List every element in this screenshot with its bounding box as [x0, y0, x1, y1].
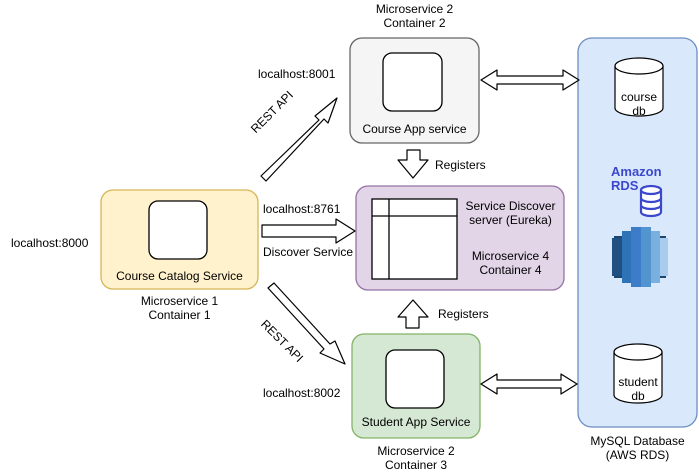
discover-service-arrow[interactable]: [261, 218, 356, 244]
service-discover-sub-line2: Container 4: [479, 263, 542, 277]
service-discover-label-line2: server (Eureka): [469, 213, 552, 227]
student-app-host: localhost:8002: [263, 386, 341, 400]
course-catalog-label: Course Catalog Service: [116, 269, 243, 283]
student-db-cylinder[interactable]: [613, 343, 663, 404]
mysql-aurora-icon: [612, 227, 668, 287]
service-discover-label-line1: Service Discover: [465, 199, 556, 213]
rds-logo-line2: RDS: [611, 178, 639, 193]
registers-top-label: Registers: [435, 158, 486, 172]
course-db-label-line1: course: [620, 90, 658, 104]
rds-logo-line1: Amazon: [611, 164, 662, 179]
discover-service-label: Discover Service: [263, 245, 354, 259]
course-app-label: Course App service: [362, 122, 467, 136]
service-discover-sub-line1: Microservice 4: [471, 249, 550, 263]
student-db-label-line1: student: [618, 375, 658, 389]
student-app-icon: [385, 349, 445, 409]
course-db-cylinder[interactable]: [614, 57, 664, 117]
course-app-caption-line1: Microservice 2: [375, 2, 454, 16]
course-db-label-line2: db: [632, 104, 646, 118]
registers-down-arrow[interactable]: [397, 149, 429, 179]
database-caption-line2: (AWS RDS): [605, 448, 670, 462]
course-db-link-arrow[interactable]: [480, 69, 580, 91]
registers-bottom-label: Registers: [438, 307, 489, 321]
database-caption-line1: MySQL Database: [590, 434, 685, 448]
course-catalog-icon: [148, 200, 208, 260]
course-app-caption-line2: Container 2: [383, 16, 446, 30]
student-app-caption-line1: Microservice 2: [377, 444, 455, 458]
registers-up-arrow[interactable]: [397, 299, 429, 329]
course-catalog-host: localhost:8000: [11, 236, 89, 250]
course-app-icon: [382, 52, 443, 112]
rest-api-up-arrow[interactable]: [260, 97, 338, 182]
student-app-caption-line2: Container 3: [384, 458, 448, 472]
course-catalog-caption-line1: Microservice 1: [140, 294, 219, 308]
course-app-host: localhost:8001: [258, 67, 336, 81]
student-app-label: Student App Service: [361, 415, 471, 429]
service-discover-host: localhost:8761: [263, 202, 341, 216]
student-db-label-line2: db: [631, 389, 645, 403]
course-catalog-caption-line2: Container 1: [148, 308, 211, 322]
student-db-link-arrow[interactable]: [480, 373, 578, 395]
rest-api-down-arrow[interactable]: [267, 282, 346, 365]
rds-database-icon: [639, 184, 663, 218]
eureka-table-icon: [371, 198, 458, 280]
